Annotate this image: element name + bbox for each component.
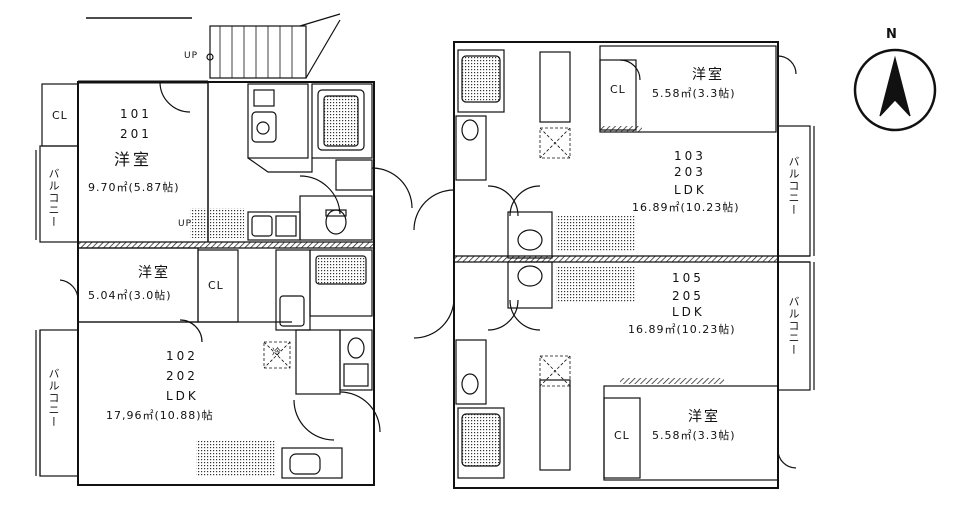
balcony-102-label: バルコニー — [47, 368, 60, 428]
unit-101-area: 9.70㎡(5.87帖) — [88, 181, 180, 194]
unit-105-bedroom-type: 洋室 — [688, 409, 720, 425]
unit-102-ldk-label: LDK — [166, 389, 199, 403]
balcony-103-label: バルコニー — [787, 156, 800, 216]
closet-105 — [603, 397, 641, 479]
north-label: N — [886, 27, 897, 42]
closet-103-label: CL — [610, 83, 626, 96]
unit-102-number: 102 — [166, 349, 198, 363]
unit-202-number: 202 — [166, 369, 198, 383]
balcony-103 — [777, 125, 811, 257]
unit-102-ldk-area: 17,96㎡(10.88)帖 — [106, 409, 214, 422]
unit-105-ldk-area: 16.89㎡(10.23帖) — [628, 323, 736, 336]
unit-103-ldk-area: 16.89㎡(10.23帖) — [632, 201, 740, 214]
unit-203-number: 203 — [674, 165, 706, 179]
balcony-105-label: バルコニー — [787, 296, 800, 356]
closet-105-label: CL — [614, 429, 630, 442]
unit-103-number: 103 — [674, 149, 706, 163]
unit-103-bedroom-type: 洋室 — [692, 67, 724, 83]
balcony-101 — [39, 145, 79, 243]
unit-105-number: 105 — [672, 271, 704, 285]
north-compass — [853, 48, 937, 132]
fridge-label: 冷 — [272, 348, 283, 358]
unit-205-number: 205 — [672, 289, 704, 303]
unit-105-ldk-label: LDK — [672, 305, 705, 319]
balcony-101-label: バルコニー — [47, 168, 60, 228]
up-label-mid: UP — [178, 219, 193, 229]
balcony-102 — [39, 329, 79, 477]
unit-101-number: 101 — [120, 107, 152, 121]
unit-101-room-type: 洋室 — [114, 150, 153, 169]
up-label-top: UP — [184, 51, 199, 61]
unit-201-number: 201 — [120, 127, 152, 141]
closet-102-label: CL — [208, 279, 224, 292]
closet-101-label: CL — [52, 109, 68, 122]
unit-102-bedroom-area: 5.04㎡(3.0帖) — [88, 289, 172, 302]
unit-105-bedroom-area: 5.58㎡(3.3帖) — [652, 429, 736, 442]
unit-103-bedroom-area: 5.58㎡(3.3帖) — [652, 87, 736, 100]
unit-102-bedroom-type: 洋室 — [138, 265, 170, 281]
balcony-105 — [777, 261, 811, 391]
unit-103-ldk-label: LDK — [674, 183, 707, 197]
